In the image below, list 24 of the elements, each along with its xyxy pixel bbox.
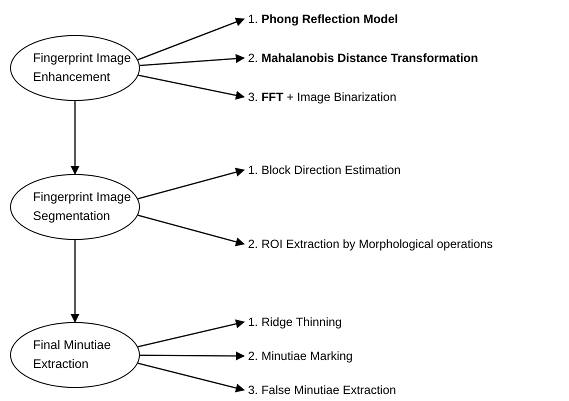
step-text: 2. Mahalanobis Distance Transformation (248, 49, 488, 67)
step-text: 1. Ridge Thinning (248, 313, 388, 331)
process-label: Fingerprint Image Enhancement (33, 50, 132, 86)
step-text: 3. FFT + Image Binarization (248, 88, 448, 106)
process-ellipse (10, 322, 140, 388)
step-text: 3. False Minutiae Extraction (248, 381, 438, 399)
arrow (140, 54, 245, 66)
process-ellipse (10, 35, 140, 101)
arrow (70, 101, 80, 175)
arrow (138, 214, 245, 246)
process-label: Fingerprint Image Segmentation (33, 188, 132, 225)
arrow (138, 74, 245, 100)
step-text: 1. Block Direction Estimation (248, 161, 458, 179)
step-text: 2. Minutiae Marking (248, 347, 388, 365)
arrow (70, 240, 80, 323)
process-label: Final Minutiae Extraction (33, 336, 112, 373)
arrow (138, 319, 245, 348)
arrow (138, 168, 245, 200)
process-ellipse (10, 174, 140, 240)
arrow (140, 351, 245, 360)
step-text: 1. Phong Reflection Model (248, 10, 428, 28)
arrow (138, 18, 245, 60)
arrow (138, 362, 245, 392)
step-text: 2. ROI Extraction by Morphological operations (248, 235, 566, 253)
